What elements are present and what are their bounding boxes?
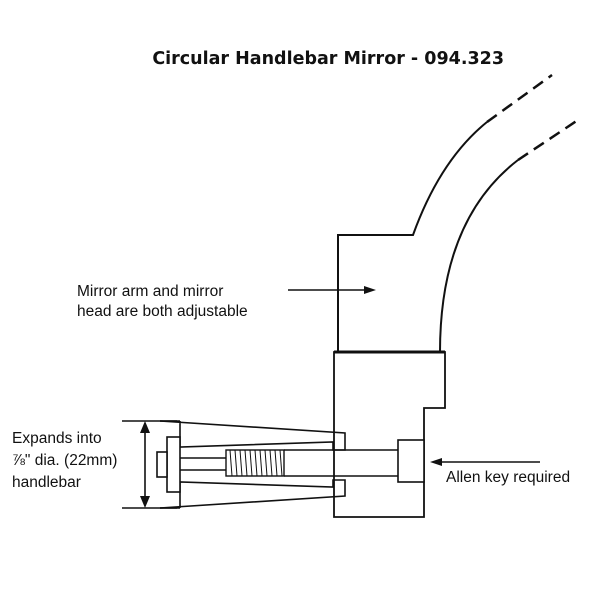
bolt-head: [156, 451, 168, 478]
diagram-title: Circular Handlebar Mirror - 094.323: [152, 49, 504, 69]
expands-label-line1: Expands into: [12, 430, 102, 447]
collet-wedge-bottom: [159, 479, 346, 509]
expands-label-line2: ⅞" dia. (22mm): [12, 452, 118, 469]
bolt-shaft: [180, 449, 398, 477]
expands-label-line3: handlebar: [12, 474, 81, 491]
collet-wedge-top: [159, 420, 346, 451]
mirror-arm-curve-right: [439, 159, 519, 353]
mirror-arm-dashed-lower: [517, 116, 582, 162]
allen-key-label: Allen key required: [446, 469, 571, 486]
mirror-arm-label-line2: head are both adjustable: [77, 303, 248, 320]
mirror-arm-label-line1: Mirror arm and mirror: [77, 283, 224, 300]
clamp-body: [333, 351, 446, 518]
mirror-arm-dashed-upper: [486, 73, 553, 124]
bolt-washer: [166, 436, 181, 493]
thread-lines: [229, 449, 283, 477]
mirror-arm-outline: [337, 121, 488, 352]
allen-nut: [397, 439, 425, 483]
